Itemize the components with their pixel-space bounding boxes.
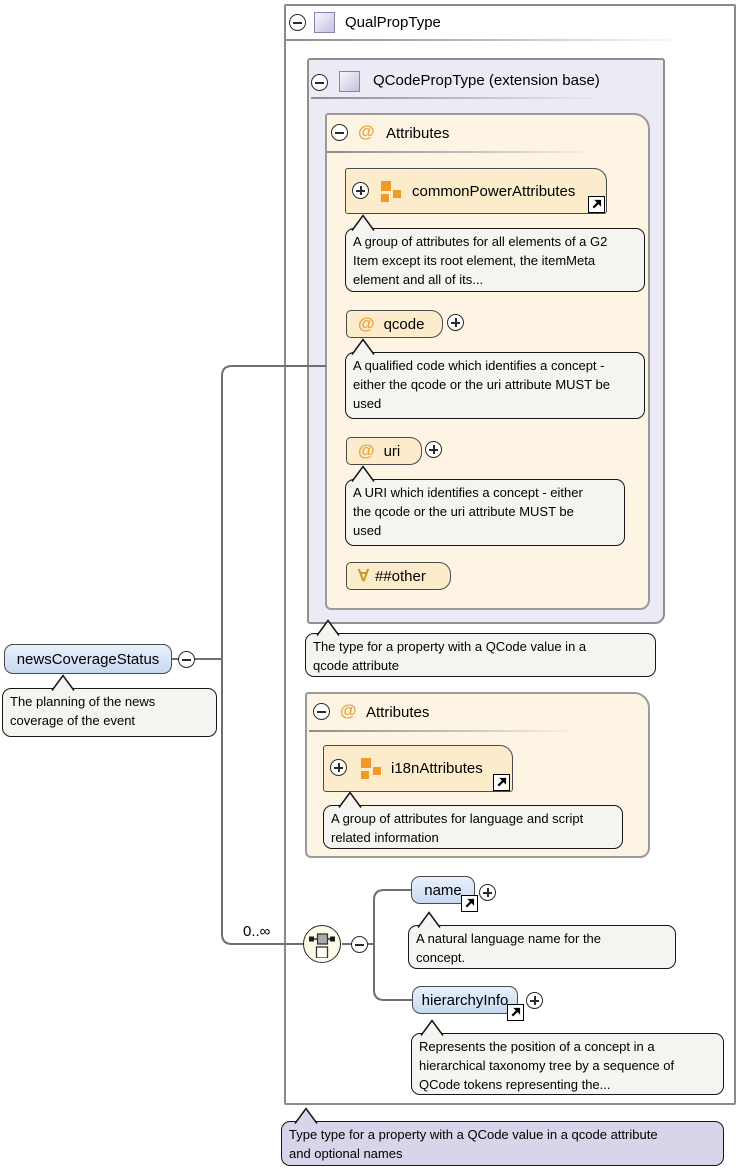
element-name[interactable]: name <box>411 876 475 904</box>
annotation-line: QCode tokens representing the... <box>419 1077 611 1092</box>
sequence-icon[interactable] <box>303 925 341 963</box>
annotation-bubble: A natural language name for the concept. <box>408 911 676 969</box>
annotation-line: concept. <box>416 950 466 965</box>
at-icon: @ <box>340 701 357 720</box>
element-label: name <box>424 881 462 899</box>
annotation-line: used <box>353 396 382 411</box>
attribute-group-icon <box>381 181 401 202</box>
at-icon: @ <box>358 314 375 333</box>
type-annotation: Type type for a property with a QCode va… <box>281 1107 724 1166</box>
qcodeproptype-title: QCodePropType (extension base) <box>373 72 600 89</box>
jump-link-icon[interactable] <box>493 774 510 791</box>
header-separator <box>309 730 609 732</box>
attribute-group-label: commonPowerAttributes <box>412 183 576 200</box>
annotation-line: qcode attribute <box>313 658 400 673</box>
annotation-line: hierarchical taxonomy tree by a sequence… <box>419 1058 675 1073</box>
annotation-line: A group of attributes for all elements o… <box>353 234 608 249</box>
attributes-header: Attributes <box>386 125 450 142</box>
element-label: hierarchyInfo <box>421 991 509 1009</box>
header-separator <box>327 151 627 153</box>
any-attribute[interactable]: ∀ ##other <box>346 562 451 590</box>
attribute-label: uri <box>383 442 401 460</box>
jump-link-icon[interactable] <box>588 196 605 213</box>
annotation-bubble: Represents the position of a concept in … <box>411 1019 724 1095</box>
element-label: newsCoverageStatus <box>16 650 160 668</box>
complextype-icon <box>339 71 360 92</box>
at-icon: @ <box>358 441 375 460</box>
expand-icon[interactable] <box>526 992 543 1009</box>
expand-icon[interactable] <box>330 759 347 776</box>
attribute-label: qcode <box>383 315 425 333</box>
annotation-line: coverage of the event <box>10 713 136 728</box>
annotation-bubble: A group of attributes for language and s… <box>323 791 623 849</box>
collapse-icon[interactable] <box>311 74 328 91</box>
annotation-line: The planning of the news <box>10 694 156 709</box>
collapse-icon[interactable] <box>289 14 306 31</box>
header-separator <box>311 97 633 99</box>
annotation-line: element and all of its... <box>353 272 484 287</box>
complextype-icon <box>314 12 335 33</box>
annotation-line: either the qcode or the uri attribute MU… <box>353 377 611 392</box>
expand-icon[interactable] <box>425 441 442 458</box>
annotation-bubble: A group of attributes for all elements o… <box>345 214 645 292</box>
annotation-line: A URI which identifies a concept - eithe… <box>353 485 583 500</box>
element-hierarchyinfo[interactable]: hierarchyInfo <box>412 986 518 1014</box>
collapse-icon[interactable] <box>331 124 348 141</box>
collapse-icon[interactable] <box>313 703 330 720</box>
attribute-uri[interactable]: @ uri <box>346 437 422 465</box>
expand-icon[interactable] <box>479 884 496 901</box>
attribute-group-i18nattributes[interactable] <box>323 745 513 792</box>
annotation-bubble: A qualified code which identifies a conc… <box>345 338 645 419</box>
collapse-icon[interactable] <box>351 936 368 953</box>
annotation-line: Type type for a property with a QCode va… <box>289 1127 658 1142</box>
attribute-group-commonpowerattributes[interactable] <box>345 168 607 214</box>
annotation-line: used <box>353 523 382 538</box>
expand-icon[interactable] <box>447 314 464 331</box>
annotation-line: Represents the position of a concept in … <box>419 1039 655 1054</box>
at-icon: @ <box>358 122 375 141</box>
annotation-line: Item except its root element, the itemMe… <box>353 253 596 268</box>
jump-link-icon[interactable] <box>507 1004 524 1021</box>
attribute-qcode[interactable]: @ qcode <box>346 310 443 338</box>
attribute-group-label: i18nAttributes <box>391 760 483 777</box>
expand-icon[interactable] <box>352 182 369 199</box>
annotation-line: The type for a property with a QCode val… <box>313 639 587 654</box>
annotation-line: related information <box>331 830 439 845</box>
annotation-line: A group of attributes for language and s… <box>331 811 584 826</box>
attribute-group-icon <box>361 758 381 779</box>
attributes-header: Attributes <box>366 704 430 721</box>
header-separator <box>286 39 734 41</box>
annotation-bubble: A URI which identifies a concept - eithe… <box>345 465 625 546</box>
annotation-bubble: The planning of the news coverage of the… <box>2 674 217 737</box>
annotation-bubble: The type for a property with a QCode val… <box>305 619 656 677</box>
qualproptype-title: QualPropType <box>345 14 441 31</box>
jump-link-icon[interactable] <box>461 895 478 912</box>
any-attribute-label: ##other <box>374 567 426 585</box>
collapse-icon[interactable] <box>178 651 195 668</box>
occurrence-label: 0..∞ <box>243 923 271 940</box>
annotation-line: A natural language name for the <box>416 931 602 946</box>
annotation-line: and optional names <box>289 1146 403 1161</box>
annotation-line: A qualified code which identifies a conc… <box>353 358 605 373</box>
any-attribute-icon: ∀ <box>358 568 369 585</box>
annotation-line: the qcode or the uri attribute MUST be <box>353 504 574 519</box>
element-newscoveragestatus[interactable]: newsCoverageStatus <box>4 644 172 674</box>
